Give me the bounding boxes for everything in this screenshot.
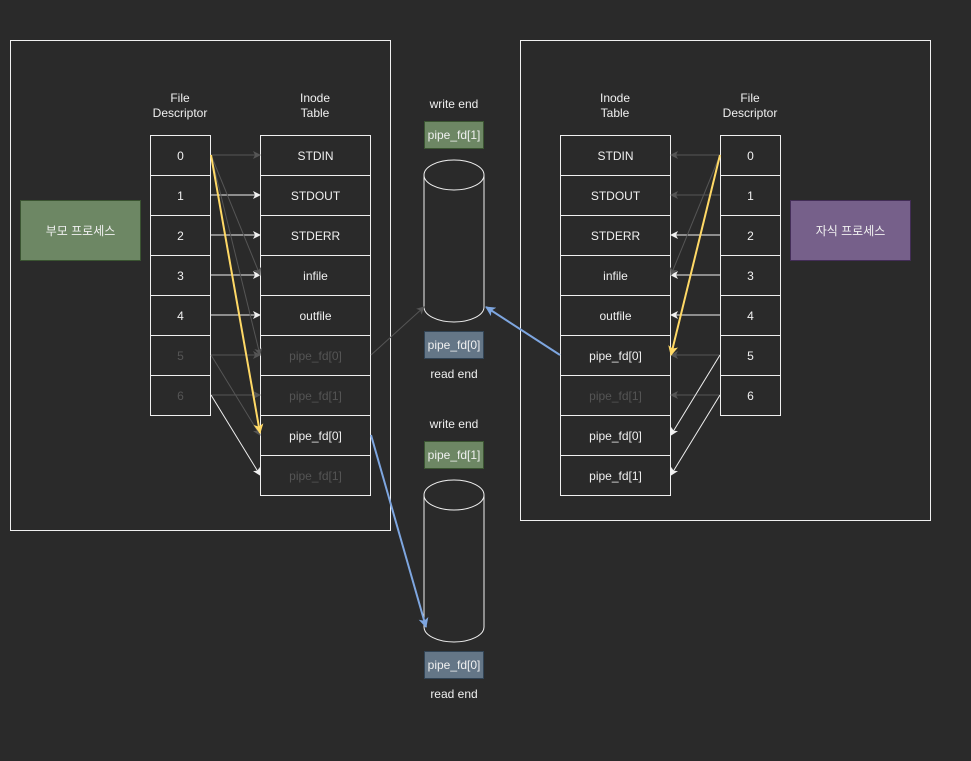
pipe2-cylinder-top xyxy=(423,479,485,511)
child-inode-cell-label: infile xyxy=(603,268,628,283)
child-fd-cell-6: 6 xyxy=(720,375,781,416)
pipe1-write-end-label: write end xyxy=(429,97,479,111)
child-inode-cell-2: STDERR xyxy=(560,215,671,256)
child-inode-cell-3: infile xyxy=(560,255,671,296)
parent-inode-cell-3: infile xyxy=(260,255,371,296)
child-fd-cell-label: 2 xyxy=(747,228,754,243)
parent-inode-cell-5: pipe_fd[0] xyxy=(260,335,371,376)
child-fd-cell-label: 1 xyxy=(747,188,754,203)
parent-inode-cell-6: pipe_fd[1] xyxy=(260,375,371,416)
pipe2-cylinder-body xyxy=(423,495,485,643)
child-fd-cell-label: 6 xyxy=(747,388,754,403)
parent-inode-cell-label: pipe_fd[1] xyxy=(289,468,342,483)
child-inode-header-text: Inode Table xyxy=(599,91,631,120)
parent-inode-cell-label: infile xyxy=(303,268,328,283)
parent-fd-cell-1: 1 xyxy=(150,175,211,216)
child-fd-cell-label: 4 xyxy=(747,308,754,323)
parent-inode-header-text: Inode Table xyxy=(299,91,331,120)
parent-inode-cell-label: STDOUT xyxy=(290,188,341,203)
child-fd-cell-5: 5 xyxy=(720,335,781,376)
parent-fd-cell-label: 0 xyxy=(177,148,184,163)
parent-fd-cell-label: 2 xyxy=(177,228,184,243)
parent-inode-cell-2: STDERR xyxy=(260,215,371,256)
pipe1-cylinder xyxy=(423,159,485,323)
parent-fd-cell-label: 3 xyxy=(177,268,184,283)
child-inode-cell-label: STDERR xyxy=(590,228,641,243)
child-fd-cell-label: 5 xyxy=(747,348,754,363)
parent-inode-cell-label: pipe_fd[1] xyxy=(289,388,342,403)
child-fd-cell-3: 3 xyxy=(720,255,781,296)
parent-inode-cell-7: pipe_fd[0] xyxy=(260,415,371,456)
pipe1-read-tag: pipe_fd[0] xyxy=(424,331,484,359)
pipe2-read-tag: pipe_fd[0] xyxy=(424,651,484,679)
parent-inode-header: Inode Table xyxy=(275,91,355,121)
parent-inode-cell-label: STDIN xyxy=(297,148,334,163)
parent-fd-cell-label: 1 xyxy=(177,188,184,203)
parent-inode-cell-label: pipe_fd[0] xyxy=(289,428,342,443)
child-inode-cell-label: pipe_fd[1] xyxy=(589,388,642,403)
child-inode-cell-7: pipe_fd[0] xyxy=(560,415,671,456)
child-fd-cell-4: 4 xyxy=(720,295,781,336)
pipe1-write-tag: pipe_fd[1] xyxy=(424,121,484,149)
parent-fd-cell-3: 3 xyxy=(150,255,211,296)
parent-fd-cell-0: 0 xyxy=(150,135,211,176)
child-inode-cell-label: pipe_fd[0] xyxy=(589,428,642,443)
child-process-label: 자식 프로세스 xyxy=(815,224,886,238)
pipe1-cylinder-body xyxy=(423,175,485,323)
child-inode-cell-5: pipe_fd[0] xyxy=(560,335,671,376)
parent-inode-cell-label: STDERR xyxy=(290,228,341,243)
parent-process-box: 부모 프로세스 xyxy=(20,200,141,261)
child-inode-cell-label: STDOUT xyxy=(590,188,641,203)
parent-fd-cell-6: 6 xyxy=(150,375,211,416)
child-inode-cell-4: outfile xyxy=(560,295,671,336)
parent-process-frame xyxy=(10,40,391,531)
child-process-box: 자식 프로세스 xyxy=(790,200,911,261)
parent-fd-cell-2: 2 xyxy=(150,215,211,256)
child-fd-header-text: File Descriptor xyxy=(722,91,778,120)
parent-inode-cell-0: STDIN xyxy=(260,135,371,176)
child-inode-cell-0: STDIN xyxy=(560,135,671,176)
child-inode-header: Inode Table xyxy=(575,91,655,121)
pipe1-read-end-label: read end xyxy=(430,367,478,381)
pipe2-read-end-label: read end xyxy=(430,687,478,701)
parent-fd-cell-label: 5 xyxy=(177,348,184,363)
pipe2-cylinder xyxy=(423,479,485,643)
parent-inode-cell-label: pipe_fd[0] xyxy=(289,348,342,363)
child-inode-cell-label: outfile xyxy=(599,308,632,323)
child-fd-cell-label: 0 xyxy=(747,148,754,163)
parent-fd-cell-label: 6 xyxy=(177,388,184,403)
child-inode-cell-1: STDOUT xyxy=(560,175,671,216)
parent-inode-cell-label: outfile xyxy=(299,308,332,323)
parent-fd-cell-5: 5 xyxy=(150,335,211,376)
parent-fd-header: File Descriptor xyxy=(140,91,220,121)
child-inode-cell-label: STDIN xyxy=(597,148,634,163)
child-fd-cell-0: 0 xyxy=(720,135,781,176)
parent-fd-header-text: File Descriptor xyxy=(152,91,208,120)
child-inode-cell-8: pipe_fd[1] xyxy=(560,455,671,496)
parent-fd-cell-label: 4 xyxy=(177,308,184,323)
parent-process-label: 부모 프로세스 xyxy=(45,224,116,238)
child-inode-cell-label: pipe_fd[0] xyxy=(589,348,642,363)
child-fd-cell-1: 1 xyxy=(720,175,781,216)
parent-inode-cell-4: outfile xyxy=(260,295,371,336)
parent-inode-cell-1: STDOUT xyxy=(260,175,371,216)
pipe1-cylinder-top xyxy=(423,159,485,191)
child-fd-header: File Descriptor xyxy=(710,91,790,121)
child-process-frame xyxy=(520,40,931,521)
child-fd-cell-2: 2 xyxy=(720,215,781,256)
pipe2-write-end-label: write end xyxy=(429,417,479,431)
pipe2-write-tag: pipe_fd[1] xyxy=(424,441,484,469)
child-inode-cell-label: pipe_fd[1] xyxy=(589,468,642,483)
child-inode-cell-6: pipe_fd[1] xyxy=(560,375,671,416)
child-fd-cell-label: 3 xyxy=(747,268,754,283)
parent-inode-cell-8: pipe_fd[1] xyxy=(260,455,371,496)
parent-fd-cell-4: 4 xyxy=(150,295,211,336)
